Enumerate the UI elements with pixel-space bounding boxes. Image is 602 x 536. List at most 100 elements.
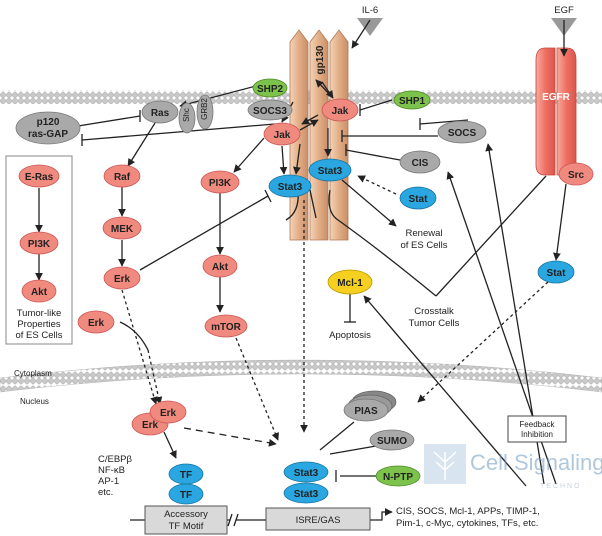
raf-node: Raf	[103, 164, 141, 188]
svg-text:Stat: Stat	[409, 194, 429, 205]
tf-1-node: TF	[168, 463, 204, 485]
eras-pi3k-node: PI3K	[19, 231, 59, 255]
il6-label: IL-6	[362, 5, 378, 16]
svg-text:Erk: Erk	[114, 274, 131, 285]
svg-text:SHP1: SHP1	[399, 96, 426, 107]
stat3-right-node: Stat3	[308, 158, 352, 182]
eras-caption-3: of ES Cells	[16, 330, 63, 341]
shc-node: Shc	[178, 102, 196, 134]
mek-node: MEK	[102, 216, 142, 240]
egfr-label: EGFR	[542, 92, 571, 103]
nucleus-label: Nucleus	[20, 397, 49, 406]
svg-text:Mcl-1: Mcl-1	[337, 278, 363, 289]
svg-text:Stat: Stat	[547, 268, 567, 279]
stat3-left-node: Stat3	[268, 174, 312, 198]
svg-text:Raf: Raf	[114, 172, 131, 183]
svg-text:Akt: Akt	[31, 287, 48, 298]
feedback-label: Feedback	[519, 420, 555, 429]
nuclear-membrane	[0, 359, 602, 393]
svg-text:Jak: Jak	[332, 106, 349, 117]
svg-text:TECHNO: TECHNO	[540, 483, 582, 490]
grb2-node: GRB2	[196, 94, 214, 130]
stat3-nuclear-1-node: Stat3	[283, 461, 329, 483]
tf-list-3: AP-1	[98, 476, 119, 487]
targets-line-2: Pim-1, c-Myc, cytokines, TFs, etc.	[396, 518, 538, 529]
mtor-node: mTOR	[204, 314, 248, 338]
svg-text:SUMO: SUMO	[377, 436, 407, 447]
svg-text:E-Ras: E-Ras	[25, 172, 54, 183]
svg-text:Erk: Erk	[160, 408, 177, 419]
svg-text:Stat3: Stat3	[294, 489, 319, 500]
erk-nuclear-2-node: Erk	[149, 400, 187, 424]
svg-text:PI3K: PI3K	[209, 178, 232, 189]
src-node: Src	[558, 162, 594, 186]
accessory-label: Accessory	[164, 509, 208, 520]
svg-text:mTOR: mTOR	[211, 322, 242, 333]
svg-text:p120: p120	[37, 117, 60, 128]
stat3-nuclear-2-node: Stat3	[283, 482, 329, 504]
svg-text:TF: TF	[180, 470, 192, 481]
crosstalk-label-1: Crosstalk	[414, 306, 454, 317]
il6-ligand-triangle	[357, 18, 383, 36]
svg-text:GRB2: GRB2	[200, 98, 209, 120]
p120-rasgap-node: p120 ras-GAP	[15, 111, 81, 145]
isre-gas-label: ISRE/GAS	[296, 515, 341, 526]
renewal-label-1: Renewal	[406, 228, 443, 239]
shp1-node: SHP1	[393, 90, 431, 110]
eras-node: E-Ras	[18, 164, 60, 188]
stat-egfr-node: Stat	[537, 260, 575, 284]
svg-text:MEK: MEK	[111, 224, 134, 235]
svg-text:Cell Signaling: Cell Signaling	[470, 450, 602, 475]
isre-gas-box	[265, 507, 371, 531]
jak-left-node: Jak	[263, 122, 301, 146]
eras-caption-2: Properties	[17, 319, 61, 330]
stat-node: Stat	[399, 186, 437, 210]
cell-signaling-watermark: Cell Signaling TECHNO	[424, 444, 602, 490]
accessory-label-2: TF Motif	[169, 521, 204, 532]
nptp-node: N-PTP	[375, 465, 421, 487]
renewal-label-2: of ES Cells	[401, 240, 448, 251]
svg-text:Shc: Shc	[182, 108, 191, 122]
svg-text:PI3K: PI3K	[28, 239, 51, 250]
feedback-label-2: Inhibition	[521, 430, 553, 439]
eras-akt-node: Akt	[21, 279, 57, 303]
svg-text:SHP2: SHP2	[257, 84, 284, 95]
svg-text:SOCS: SOCS	[448, 128, 477, 139]
svg-text:Jak: Jak	[274, 130, 291, 141]
tf-list-4: etc.	[98, 487, 113, 498]
pi3k-node: PI3K	[200, 170, 240, 194]
svg-text:Ras: Ras	[151, 108, 170, 119]
apoptosis-label: Apoptosis	[329, 330, 371, 341]
svg-text:N-PTP: N-PTP	[383, 472, 413, 483]
svg-text:SOCS3: SOCS3	[253, 106, 287, 117]
erk-lone-node: Erk	[77, 310, 115, 334]
egfr-receptor	[535, 47, 577, 176]
svg-text:Erk: Erk	[88, 318, 105, 329]
ras-node: Ras	[141, 100, 179, 124]
socs3-node: SOCS3	[247, 99, 293, 121]
targets-line-1: CIS, SOCS, Mcl-1, APPs, TIMP-1,	[396, 506, 540, 517]
svg-text:Stat3: Stat3	[294, 468, 319, 479]
eras-caption-1: Tumor-like	[17, 308, 62, 319]
cytoplasm-label: Cytoplasm	[14, 369, 52, 378]
tf-list-1: C/EBPβ	[98, 454, 133, 465]
akt-node: Akt	[202, 254, 238, 278]
svg-text:Stat3: Stat3	[318, 166, 343, 177]
crosstalk-label-2: Tumor Cells	[409, 318, 460, 329]
svg-text:Akt: Akt	[212, 262, 229, 273]
socs-node: SOCS	[437, 120, 487, 144]
svg-text:Stat3: Stat3	[278, 182, 303, 193]
mcl1-node: Mcl-1	[327, 269, 373, 295]
egf-label: EGF	[554, 5, 574, 16]
svg-text:PIAS: PIAS	[354, 406, 378, 417]
svg-text:CIS: CIS	[412, 158, 429, 169]
svg-text:TF: TF	[180, 490, 192, 501]
jak-right-node: Jak	[321, 98, 359, 122]
tf-list-2: NF-κB	[98, 465, 125, 476]
cis-node: CIS	[399, 150, 441, 174]
feedback-inhibition-box	[507, 415, 567, 443]
pias-node: PIAS	[343, 390, 397, 422]
svg-text:Src: Src	[568, 170, 585, 181]
tf-2-node: TF	[168, 483, 204, 505]
